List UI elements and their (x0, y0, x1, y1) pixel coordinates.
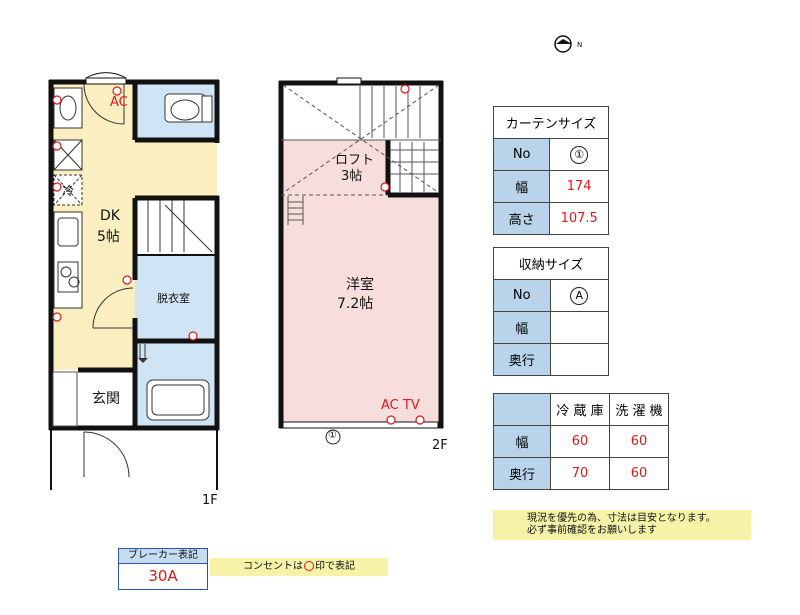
breaker-box: ブレーカー表記 30A (118, 548, 208, 590)
fridge-label: 冷 (62, 184, 75, 198)
washer-depth-value: 60 (609, 457, 669, 490)
appliance-header-fridge: 冷 蔵 庫 (550, 393, 610, 426)
wash-basin (53, 87, 83, 129)
stair-area-fill (135, 198, 217, 255)
appliance-row-label: 奥行 (493, 457, 551, 490)
curtain-height-value: 107.5 (549, 202, 609, 235)
loft-size: 3帖 (341, 169, 363, 184)
western-room-name: 洋室 (346, 277, 374, 293)
storage-no-value: A (570, 286, 589, 305)
outlet-icons-2f (380, 84, 425, 425)
curtain-row-label: 高さ (492, 202, 551, 235)
compass-label: N (577, 41, 583, 49)
ac-label-1f: AC (110, 95, 128, 110)
storage-row-label: 奥行 (493, 343, 551, 376)
entrance-label: 玄関 (92, 391, 120, 407)
outlet-legend-before: コンセントは (243, 561, 303, 572)
appliance-row-label: 幅 (493, 425, 551, 458)
ac-tv-label: AC TV (381, 398, 420, 413)
washroom-label: 脱衣室 (157, 292, 190, 305)
outlet-legend: コンセントは 印で表記 (210, 558, 388, 576)
fridge-depth-value: 70 (550, 457, 610, 490)
curtain-row-label: 幅 (492, 170, 551, 203)
storage-depth-value (549, 343, 609, 376)
floor-2-label: 2F (432, 438, 448, 453)
storage-row-label: No (493, 279, 551, 312)
storage-width-value (549, 311, 609, 344)
curtain-width-value: 174 (549, 170, 609, 203)
storage-size-table: 収納サイズ No A 幅 奥行 (493, 247, 609, 376)
compass-icon (554, 35, 572, 53)
floor-1-label: 1F (202, 493, 218, 508)
window-1-label: ① (328, 430, 337, 441)
appliance-size-table: 冷 蔵 庫 洗 濯 機 幅 60 60 奥行 70 60 (493, 393, 669, 490)
curtain-table-title: カーテンサイズ (493, 106, 609, 139)
outlet-icons-1f (52, 86, 198, 341)
washroom-area-fill (135, 255, 217, 341)
dk-room-name: DK (100, 208, 120, 224)
breaker-value: 30A (148, 567, 178, 585)
stove-burner (60, 266, 72, 278)
washer-width-value: 60 (609, 425, 669, 458)
outlet-legend-after: 印で表記 (315, 561, 355, 572)
curtain-no-value: ① (570, 145, 589, 164)
outlet-icon (304, 561, 314, 571)
western-room-size: 7.2帖 (337, 296, 374, 312)
fridge-width-value: 60 (550, 425, 610, 458)
note-line-2: 必ず事前確認をお願いします (527, 525, 657, 536)
dk-room-size: 5帖 (97, 229, 120, 245)
bathtub (146, 379, 210, 421)
loft-name: ロフト (335, 153, 375, 168)
breaker-title: ブレーカー表記 (119, 549, 207, 564)
storage-row-label: 幅 (493, 311, 551, 344)
window-1-marker (325, 429, 341, 445)
appliance-header-washer: 洗 濯 機 (609, 393, 669, 426)
floor-1-plan (48, 72, 220, 490)
kitchen-sink (57, 217, 79, 247)
storage-table-title: 収納サイズ (493, 247, 609, 280)
curtain-size-table: カーテンサイズ No ① 幅 174 高さ 107.5 (492, 106, 609, 235)
note-line-1: 現況を優先の為、寸法は目安となります。 (527, 513, 716, 524)
floor-2-plan (278, 77, 444, 445)
curtain-row-label: No (492, 138, 551, 171)
dimension-note: 現況を優先の為、寸法は目安となります。 必ず事前確認をお願いします (493, 510, 751, 540)
